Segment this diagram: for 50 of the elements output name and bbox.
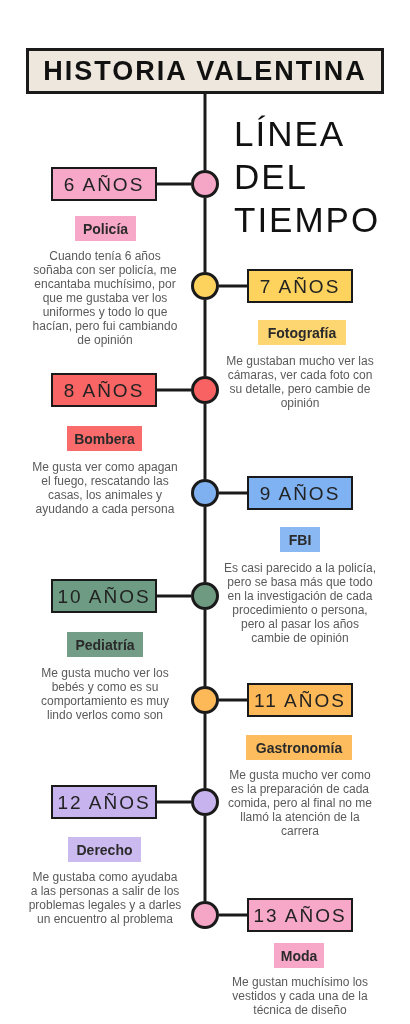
age-label: 7 AÑOS: [247, 269, 353, 303]
career-tag: Derecho: [68, 837, 141, 862]
age-label: 13 AÑOS: [247, 898, 353, 932]
description-text: Cuando tenía 6 años soñaba con ser policía, me encantaba muchísimo, por que me gustaba ver los uniformes y todo lo que hacían, pero fui cambiando de opinión: [31, 249, 179, 347]
timeline-marker: [191, 788, 219, 816]
career-tag: Gastronomía: [246, 735, 352, 760]
career-tag: FBI: [280, 527, 320, 552]
description-text: Es casi parecido a la policía, pero se basa más que todo en la investigación de cada procedimiento o persona, pero al pasar los años cambie de opinión: [223, 561, 377, 645]
connector-line: [203, 816, 207, 901]
timeline-marker: [191, 901, 219, 929]
age-label: 10 AÑOS: [51, 579, 157, 613]
connector-line: [203, 714, 207, 788]
timeline-marker: [191, 170, 219, 198]
career-tag: Pediatría: [67, 632, 143, 657]
connector-line: [157, 388, 191, 392]
connector-line: [157, 182, 191, 186]
title-banner: HISTORIA VALENTINA: [26, 48, 384, 94]
description-text: Me gustan muchísimo los vestidos y cada una de la técnica de diseño: [230, 975, 370, 1017]
age-label: 8 AÑOS: [51, 373, 157, 407]
connector-line: [219, 698, 247, 702]
description-text: Me gusta ver como apagan el fuego, rescatando las casas, los animales y ayudando a cada persona: [31, 460, 179, 516]
connector-line: [157, 800, 191, 804]
description-text: Me gustaba como ayudaba a las personas a salir de los problemas legales y a darles un encuentro al problema: [28, 870, 182, 926]
connector-line: [203, 94, 207, 170]
connector-line: [157, 594, 191, 598]
connector-line: [219, 491, 247, 495]
connector-line: [203, 404, 207, 479]
career-tag: Moda: [274, 943, 324, 968]
timeline-marker: [191, 272, 219, 300]
connector-line: [219, 913, 247, 917]
connector-line: [219, 284, 247, 288]
career-tag: Bombera: [67, 426, 142, 451]
connector-line: [203, 507, 207, 582]
timeline-marker: [191, 479, 219, 507]
age-label: 12 AÑOS: [51, 785, 157, 819]
timeline-marker: [191, 582, 219, 610]
connector-line: [203, 300, 207, 376]
timeline-marker: [191, 376, 219, 404]
age-label: 9 AÑOS: [247, 476, 353, 510]
career-tag: Fotografía: [258, 320, 346, 345]
timeline-heading: LÍNEA DEL TIEMPO: [234, 113, 382, 241]
age-label: 6 AÑOS: [51, 167, 157, 201]
description-text: Me gusta mucho ver como es la preparación de cada comida, pero al final no me llamó la atención de la carrera: [226, 768, 374, 838]
connector-line: [203, 610, 207, 686]
description-text: Me gustaban mucho ver las cámaras, ver cada foto con su detalle, pero cambie de opinión: [225, 354, 375, 410]
career-tag: Policía: [75, 216, 136, 241]
age-label: 11 AÑOS: [247, 683, 353, 717]
timeline-marker: [191, 686, 219, 714]
connector-line: [203, 198, 207, 272]
description-text: Me gusta mucho ver los bebés y como es su comportamiento es muy lindo verlos como son: [39, 666, 171, 722]
